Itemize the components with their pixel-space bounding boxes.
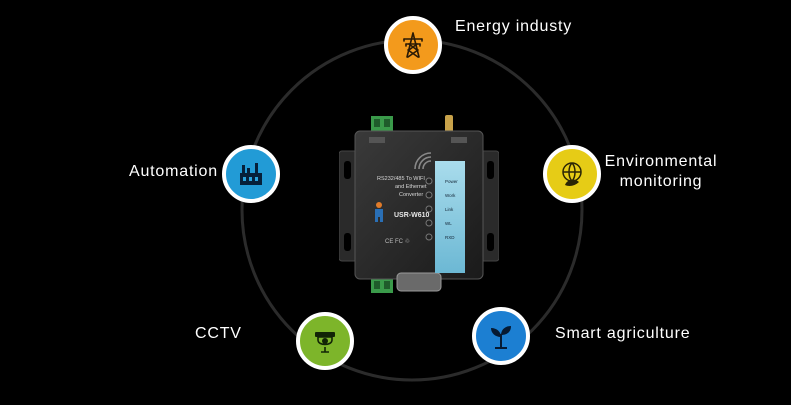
db9-port: [396, 272, 442, 292]
environmental-monitoring-label: Environmental monitoring: [602, 152, 720, 192]
automation-node: [222, 145, 280, 203]
device-title-line3: Converter: [399, 192, 423, 198]
device-image: Power Work Link WL RXD RS232/485 To WIFI…: [339, 115, 499, 293]
device-model: USR-W610: [394, 212, 430, 219]
led-panel: [435, 161, 465, 273]
security-camera-icon: [315, 332, 335, 353]
brand-figure-icon: [375, 202, 383, 222]
led-label: Power: [445, 179, 458, 184]
environmental-monitoring-label-line1: Environmental: [604, 153, 718, 170]
led-label: Work: [445, 193, 456, 198]
cctv-node: [296, 312, 354, 370]
led-label: Link: [445, 207, 454, 212]
environmental-monitoring-label-line2: monitoring: [619, 173, 703, 190]
smart-agriculture-node: [472, 307, 530, 365]
device-title-line2: and Ethernet: [395, 184, 427, 190]
led-label: RXD: [445, 235, 455, 240]
energy-industry-node: [384, 16, 442, 74]
cert-marks: CE FC ♲: [385, 238, 410, 245]
automation-label: Automation: [129, 163, 218, 180]
antenna-connector: [445, 115, 453, 133]
smart-agriculture-label: Smart agriculture: [555, 325, 691, 342]
globe-leaf-icon: [562, 162, 582, 186]
cctv-label: CCTV: [195, 325, 242, 342]
sprout-icon: [491, 326, 511, 349]
factory-icon: [240, 163, 262, 185]
wifi-icon: [414, 152, 432, 170]
device-title-line1: RS232/485 To WIFI: [377, 176, 425, 182]
led-label: WL: [445, 221, 452, 226]
environmental-monitoring-node: [543, 145, 601, 203]
energy-industry-label: Energy industy: [455, 18, 573, 35]
transmission-tower-icon: [403, 32, 423, 58]
